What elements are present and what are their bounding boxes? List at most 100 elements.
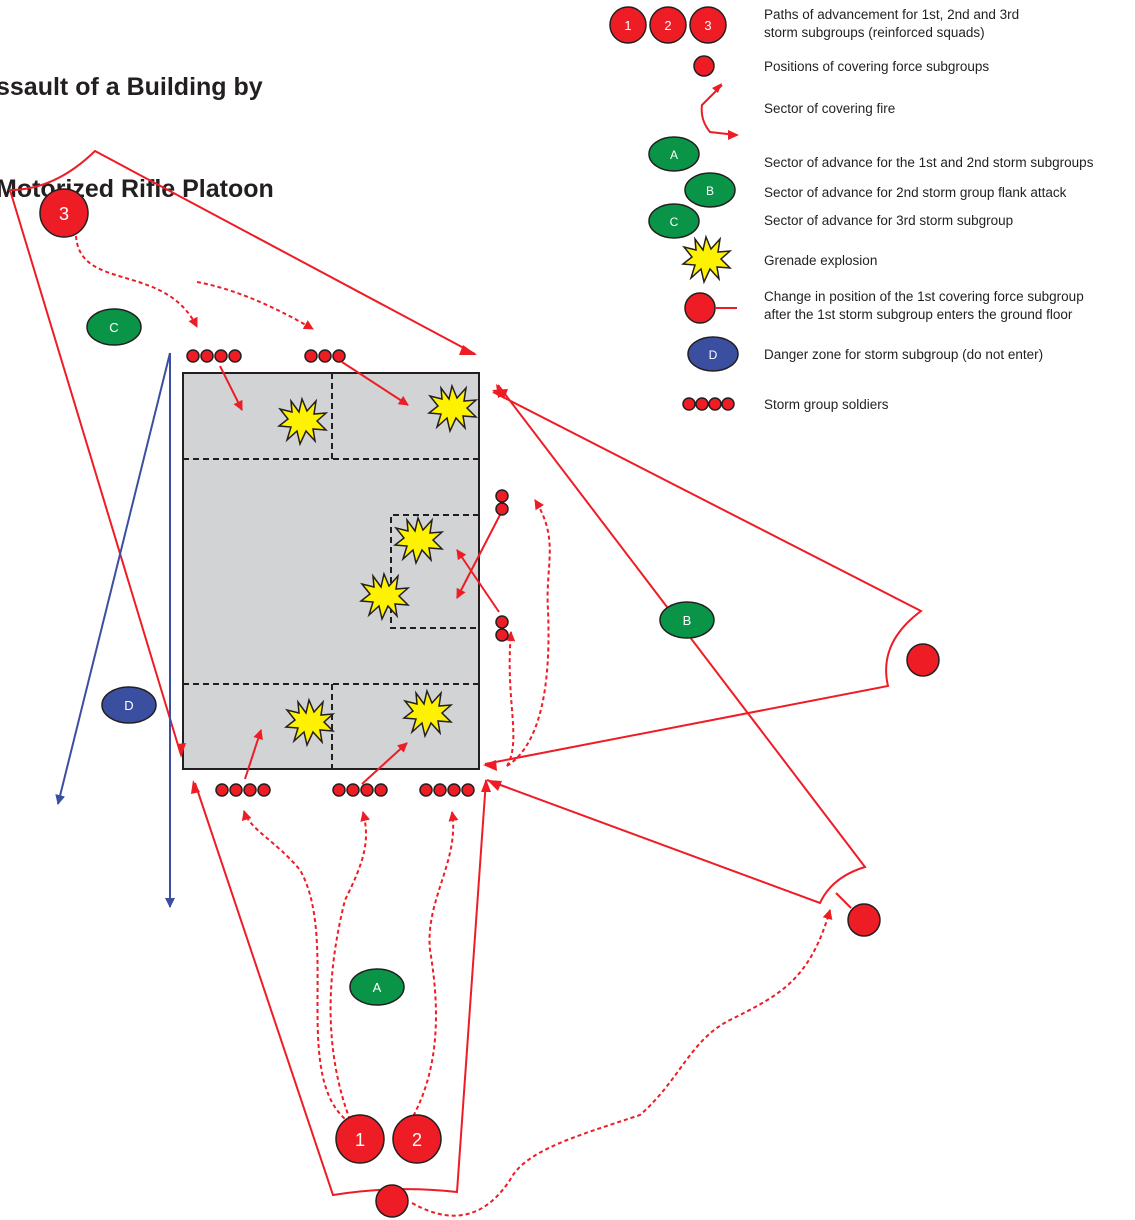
- path-subgroup-1-mid: [329, 811, 371, 1121]
- path-subgroup-3-a: [75, 235, 198, 328]
- sector-of-fire-right: [484, 391, 923, 765]
- legend-sector-c-icon: [648, 203, 700, 239]
- soldier-group: [304, 349, 346, 363]
- legend-marker-label: 1: [624, 18, 631, 33]
- subgroup-label: 3: [59, 204, 69, 224]
- subgroup-label: 2: [412, 1130, 422, 1150]
- danger-zone-line: [55, 352, 171, 805]
- arrowhead: [496, 384, 507, 398]
- interior-room: [390, 514, 479, 629]
- arrowhead: [712, 83, 722, 93]
- sector-label: A: [373, 980, 382, 995]
- sector-marker-a: A: [349, 968, 405, 1006]
- soldier: [495, 615, 509, 629]
- sector-markers: C D B A: [86, 308, 715, 1006]
- soldier: [374, 783, 388, 797]
- subgroup-marker-2: 2: [392, 1114, 442, 1164]
- legend-text: Danger zone for storm subgroup (do not e…: [764, 347, 1043, 362]
- soldier-group: [186, 349, 242, 363]
- arrowhead: [483, 760, 497, 771]
- sector-label: B: [683, 613, 692, 628]
- legend-text: Sector of advance for the 1st and 2nd st…: [764, 155, 1094, 170]
- legend-text: Storm group soldiers: [764, 397, 889, 412]
- soldier: [360, 783, 374, 797]
- assault-arrow: [341, 361, 409, 406]
- legend-text: after the 1st storm subgroup enters the …: [764, 307, 1073, 322]
- covering-force-position: [847, 903, 881, 937]
- fire-sector-arrowheads: [177, 345, 508, 794]
- path-subgroup-3-b: [196, 281, 314, 330]
- soldier-group: [495, 489, 509, 516]
- path-flank-lower: [505, 631, 516, 767]
- legend-marker-label: 2: [664, 18, 671, 33]
- covering-force-change-line: [835, 892, 852, 909]
- soldier-group: [495, 615, 509, 642]
- legend-text: Grenade explosion: [764, 253, 877, 268]
- soldier-group: [215, 783, 271, 797]
- danger-zone-lines: [55, 352, 175, 908]
- legend-marker-label: A: [670, 148, 678, 162]
- assault-arrow: [361, 742, 408, 785]
- arrowhead: [459, 345, 477, 355]
- soldier: [433, 783, 447, 797]
- subgroup-marker-1: 1: [335, 1114, 385, 1164]
- soldier: [332, 349, 346, 363]
- sector-marker-b: B: [659, 601, 715, 639]
- soldier: [419, 783, 433, 797]
- soldier: [200, 349, 214, 363]
- assault-arrow: [456, 510, 503, 599]
- path-subgroup-1-left: [241, 810, 351, 1124]
- assault-arrow: [219, 365, 243, 411]
- arrowhead: [487, 780, 502, 791]
- path-subgroup-2: [409, 811, 459, 1123]
- arrowhead: [191, 780, 200, 794]
- path-covering-relocation: [411, 909, 833, 1217]
- soldier: [318, 349, 332, 363]
- legend-marker-subgroups: 1 2 3: [609, 6, 727, 44]
- legend-marker-label: C: [670, 215, 679, 229]
- legend-grenade-explosion-icon: [682, 236, 731, 283]
- legend-text: Sector of advance for 2nd storm group fl…: [764, 185, 1067, 200]
- sector-label: C: [109, 320, 118, 335]
- covering-force-position: [906, 643, 940, 677]
- covering-force-positions: [375, 643, 940, 1218]
- soldier: [304, 349, 318, 363]
- soldier: [447, 783, 461, 797]
- assault-arrows: [219, 361, 503, 785]
- sector-of-fire-top-left: [8, 149, 476, 756]
- soldier: [346, 783, 360, 797]
- legend-sector-a-icon: [648, 136, 700, 172]
- sector-label: D: [124, 698, 133, 713]
- soldier-group: [419, 783, 475, 797]
- arrowhead: [177, 743, 186, 758]
- assault-arrow: [244, 729, 263, 780]
- soldier: [495, 489, 509, 503]
- arrowhead: [728, 130, 739, 140]
- path-flank-upper: [506, 499, 551, 767]
- soldier: [215, 783, 229, 797]
- legend-text: Sector of covering fire: [764, 101, 895, 116]
- soldier: [214, 349, 228, 363]
- legend-text: Sector of advance for 3rd storm subgroup: [764, 213, 1013, 228]
- soldier: [229, 783, 243, 797]
- soldier: [257, 783, 271, 797]
- title-line-1: ssault of a Building by: [0, 73, 263, 101]
- legend: 1 2 3 Paths of advancement for 1st, 2nd …: [609, 6, 1094, 412]
- soldier: [186, 349, 200, 363]
- legend-text: Positions of covering force subgroups: [764, 59, 989, 74]
- soldier: [243, 783, 257, 797]
- covering-force-position: [375, 1184, 409, 1218]
- legend-sector-of-fire-icon: [700, 84, 737, 136]
- legend-marker-label: D: [709, 348, 718, 362]
- soldier: [495, 502, 509, 516]
- soldier: [332, 783, 346, 797]
- legend-marker-label: 3: [704, 18, 711, 33]
- legend-text: Paths of advancement for 1st, 2nd and 3r…: [764, 7, 1019, 22]
- legend-text: Change in position of the 1st covering f…: [764, 289, 1084, 304]
- sector-marker-c: C: [86, 308, 142, 346]
- legend-sector-b-icon: [684, 172, 736, 208]
- legend-covering-position-icon: [693, 55, 715, 77]
- legend-marker-label: B: [706, 184, 714, 198]
- soldier-group: [332, 783, 388, 797]
